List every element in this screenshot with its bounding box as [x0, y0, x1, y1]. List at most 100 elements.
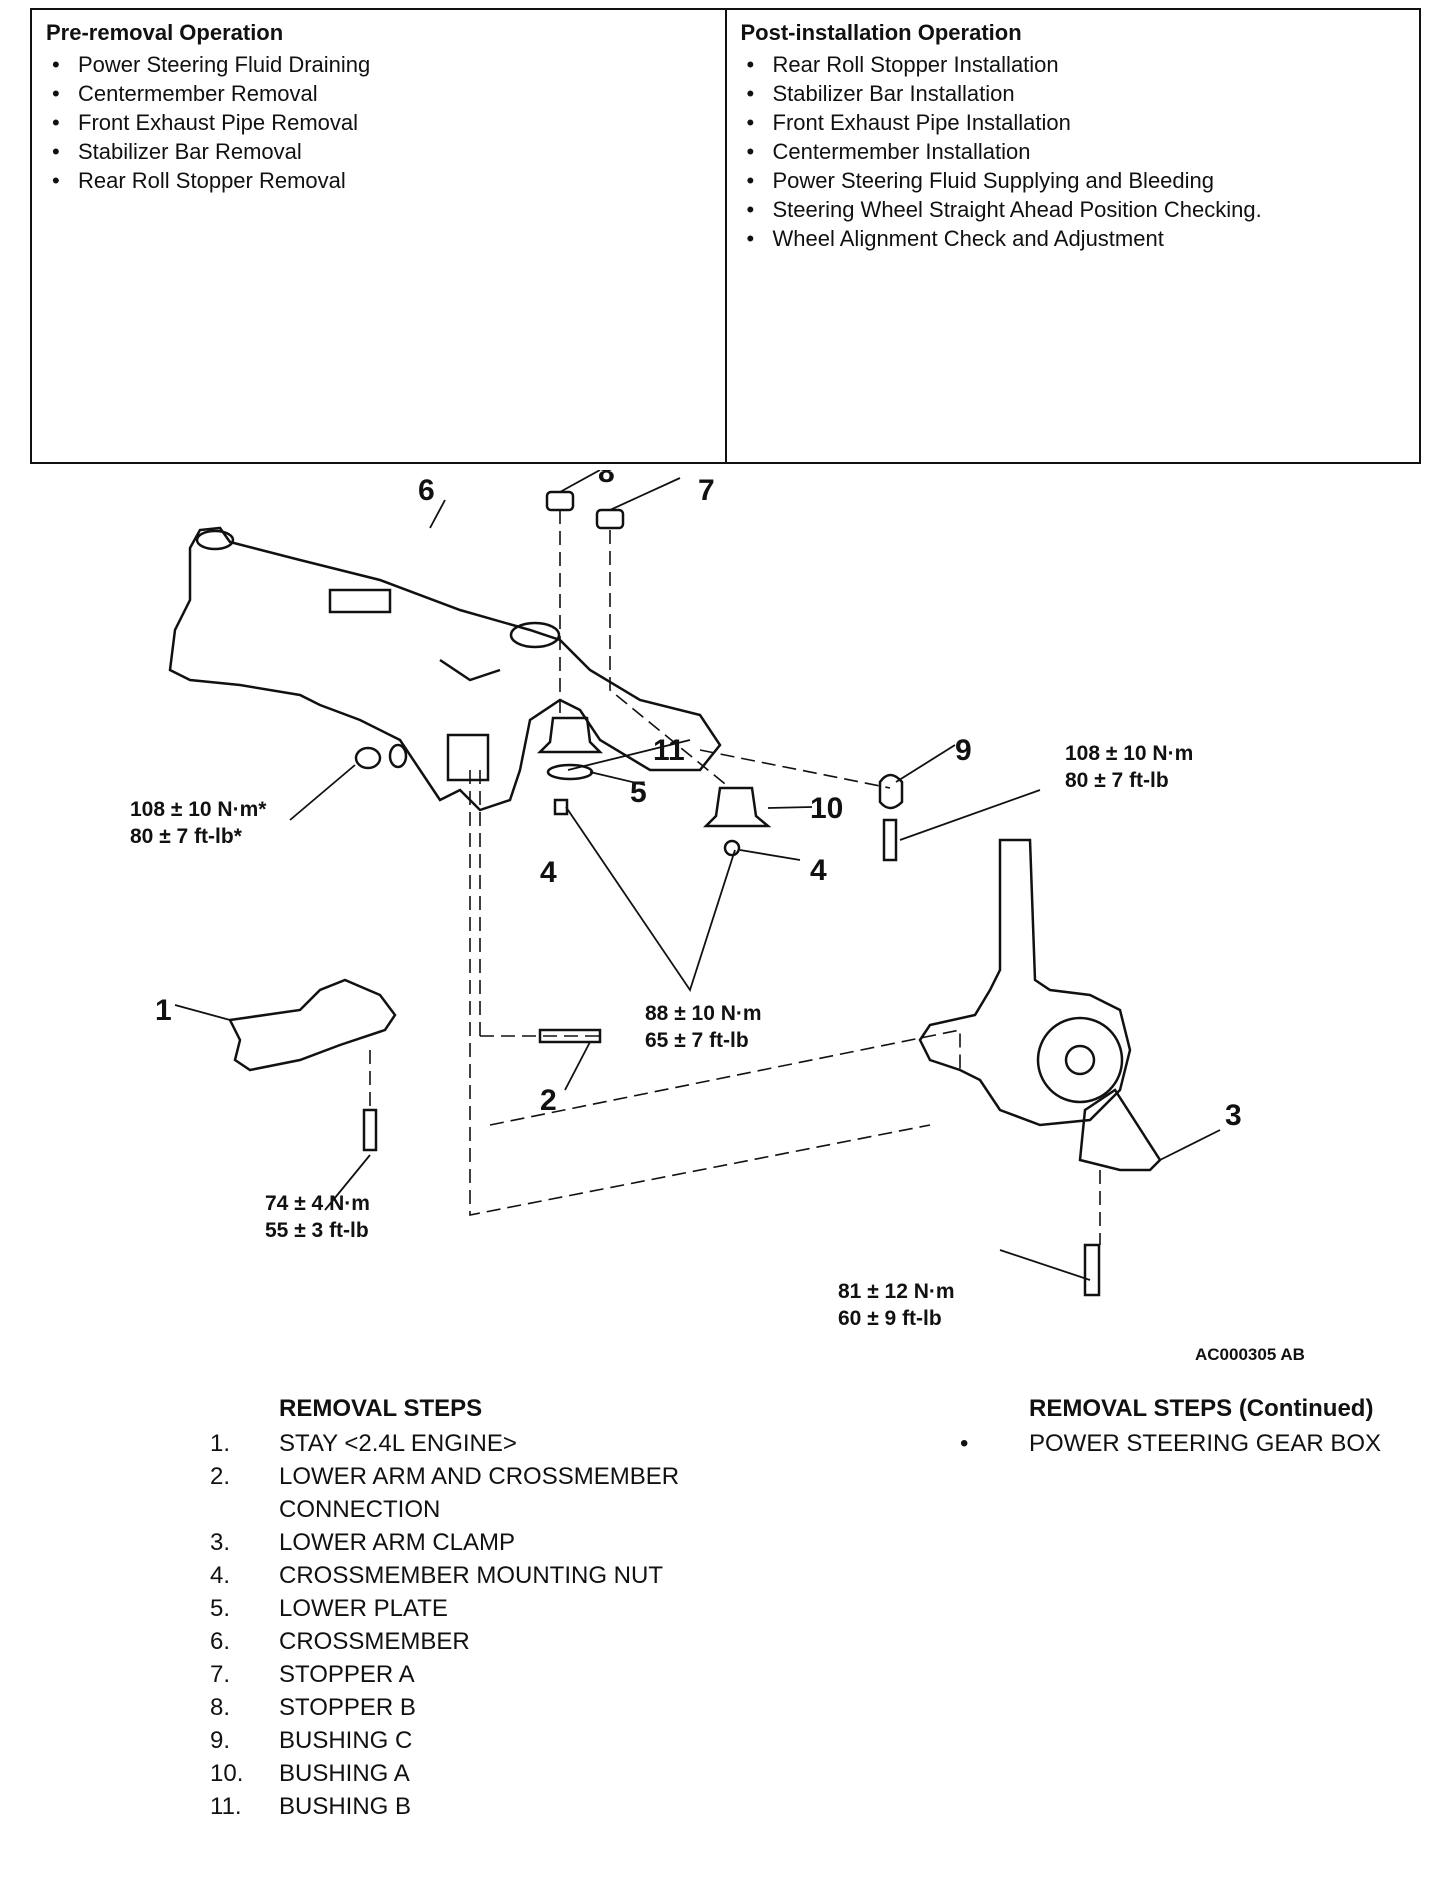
lower-plate-part [546, 763, 594, 781]
step-text: BUSHING C [279, 1727, 413, 1754]
bolt-part [538, 1028, 602, 1044]
stopper-a-part [595, 508, 625, 530]
list-item: 7. STOPPER A [210, 1658, 770, 1691]
guide-line [609, 530, 731, 789]
hub [1064, 1044, 1096, 1076]
guide-line [489, 1029, 961, 1126]
stopper-b-part [545, 490, 575, 512]
post-installation-list: Rear Roll Stopper Installation Stabilize… [741, 50, 1406, 253]
torque-spec: 55 ± 3 ft-lb [265, 1219, 369, 1242]
leader-line [899, 789, 1041, 841]
step-text: STAY <2.4L ENGINE> [279, 1430, 517, 1457]
list-item: Centermember Removal [46, 79, 711, 108]
callout-label: 8 [598, 470, 615, 489]
mount-bracket [446, 733, 490, 782]
step-number: 6. [210, 1628, 231, 1655]
list-item: 2. LOWER ARM AND CROSSMEMBER CONNECTION [210, 1460, 770, 1526]
step-text: LOWER PLATE [279, 1595, 448, 1622]
list-item: Power Steering Fluid Draining [46, 50, 711, 79]
mount-nut-part [723, 839, 741, 857]
leader-line [1159, 1129, 1221, 1161]
torque-spec: 80 ± 7 ft-lb* [130, 825, 243, 848]
post-installation-column: Post-installation Operation Rear Roll St… [724, 10, 1420, 462]
step-number: 2. [210, 1463, 231, 1490]
lower-arm-clamp-part [1078, 1088, 1162, 1172]
leader-line [565, 806, 736, 993]
list-item: 1. STAY <2.4L ENGINE> [210, 1427, 770, 1460]
step-text: LOWER ARM CLAMP [279, 1529, 516, 1556]
leader-line [589, 771, 646, 786]
callout-label: 5 [630, 776, 647, 809]
list-item: 9. BUSHING C [210, 1724, 770, 1757]
leader-line [999, 1249, 1091, 1281]
leader-line [289, 764, 356, 821]
leader-line [324, 1154, 371, 1211]
list-item: Centermember Installation [741, 137, 1406, 166]
step-number: 11. [210, 1793, 242, 1820]
step-text: CROSSMEMBER MOUNTING NUT [279, 1562, 663, 1589]
removal-steps: REMOVAL STEPS 1. STAY <2.4L ENGINE> 2. LOW… [210, 1395, 770, 1823]
callout-label: 2 [540, 1084, 557, 1117]
step-number: 10. [210, 1760, 244, 1787]
guide-line [469, 770, 931, 1216]
mount-nut-part [553, 798, 569, 816]
step-text: STOPPER A [279, 1661, 415, 1688]
knuckle-assembly-part [918, 838, 1132, 1127]
step-text: BUSHING A [279, 1760, 410, 1787]
bolt-part [1083, 1243, 1101, 1297]
step-text: POWER STEERING GEAR BOX [1029, 1430, 1382, 1457]
leader-line [174, 1004, 231, 1021]
torque-spec: 108 ± 10 N·m* [130, 798, 267, 821]
step-number: 9. [210, 1727, 231, 1754]
leader-line [609, 477, 681, 511]
list-item: Stabilizer Bar Removal [46, 137, 711, 166]
bolt-part [882, 818, 898, 862]
callout-label: 4 [540, 856, 557, 889]
post-installation-title: Post-installation Operation [740, 20, 1022, 45]
list-item: 6. CROSSMEMBER [210, 1625, 770, 1658]
callout-label: 10 [810, 792, 843, 825]
removal-steps-continued: REMOVAL STEPS (Continued) •POWER STEERIN… [960, 1395, 1450, 1460]
list-item: Stabilizer Bar Installation [741, 79, 1406, 108]
torque-spec: 80 ± 7 ft-lb [1065, 769, 1169, 792]
crossmember-part [168, 526, 722, 812]
step-number: 5. [210, 1595, 231, 1622]
step-number: 1. [210, 1430, 231, 1457]
crossmember-hole [195, 529, 235, 551]
step-text: CROSSMEMBER [279, 1628, 470, 1655]
removal-steps-continued-title: REMOVAL STEPS (Continued) [1029, 1395, 1374, 1422]
callout-label: 4 [810, 854, 827, 887]
bolt-part [362, 1108, 378, 1152]
list-item: 10. BUSHING A [210, 1757, 770, 1790]
callout-label: 6 [418, 474, 435, 507]
bushing-a-part [702, 786, 772, 828]
list-item: Power Steering Fluid Supplying and Bleed… [741, 166, 1406, 195]
brake-rotor [1036, 1016, 1124, 1104]
leader-line [895, 744, 956, 783]
list-item: Steering Wheel Straight Ahead Position C… [741, 195, 1406, 224]
leader-line [739, 849, 801, 861]
leader-line [767, 806, 813, 809]
crossmember-diagram-svg: 6 8 7 11 5 4 10 4 9 1 2 3 108 ± 10 N·m* … [130, 470, 1305, 1364]
removal-steps-title: REMOVAL STEPS [279, 1395, 483, 1422]
leader-line [567, 739, 691, 771]
bushing-b-part [536, 716, 604, 754]
list-item: Rear Roll Stopper Removal [46, 166, 711, 195]
nut-part [354, 746, 382, 770]
pre-removal-title: Pre-removal Operation [46, 20, 284, 45]
step-number: 4. [210, 1562, 231, 1589]
crossmember-pad [328, 588, 392, 614]
torque-spec: 74 ± 4 N·m [265, 1192, 370, 1215]
exploded-diagram: 6 8 7 11 5 4 10 4 9 1 2 3 108 ± 10 N·m* … [0, 470, 1456, 1370]
torque-spec: 60 ± 9 ft-lb [838, 1307, 942, 1330]
figure-code: AC000305 AB [1195, 1345, 1305, 1364]
bushing-c-part [878, 773, 904, 810]
step-text: STOPPER B [279, 1694, 416, 1721]
list-item: 3.LOWER ARM CLAMP [210, 1526, 770, 1559]
list-item: Front Exhaust Pipe Installation [741, 108, 1406, 137]
step-text: LOWER ARM AND CROSSMEMBER CONNECTION [279, 1463, 680, 1523]
step-number: 7. [210, 1661, 231, 1688]
torque-spec: 88 ± 10 N·m [645, 1002, 762, 1025]
torque-spec: 81 ± 12 N·m [838, 1280, 955, 1303]
leader-line [559, 470, 601, 493]
